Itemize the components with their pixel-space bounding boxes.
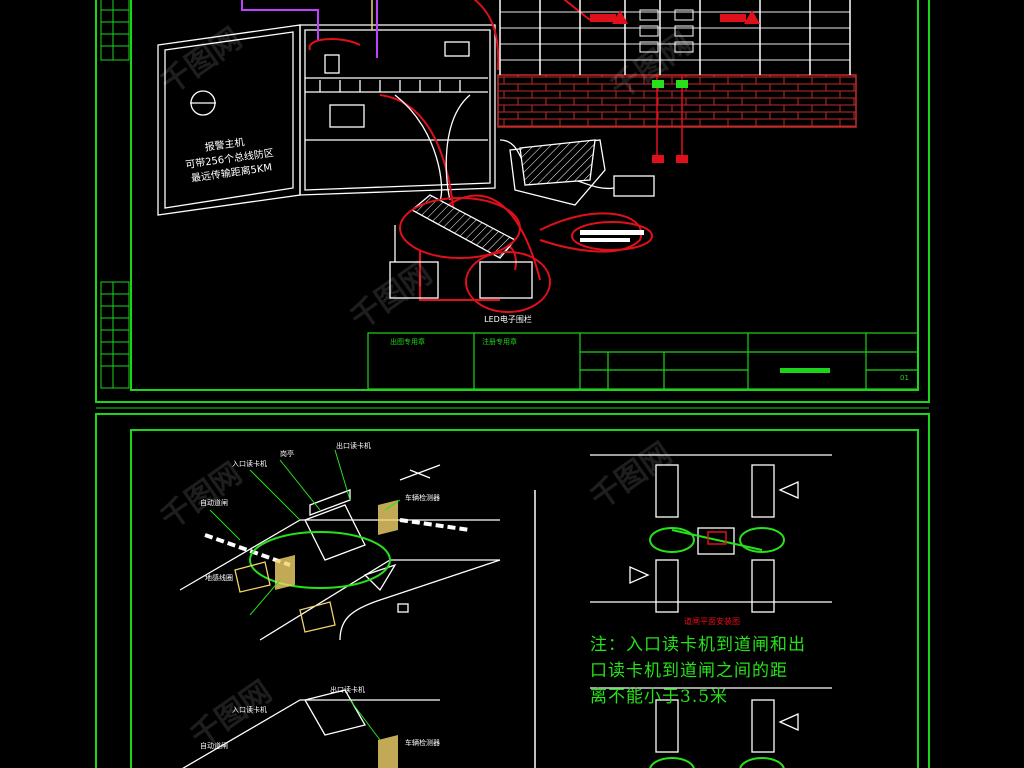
iso-label-entry-reader: 入口读卡机 xyxy=(232,459,267,468)
alarm-red-wires xyxy=(308,0,643,301)
left-margin-table-bottom xyxy=(100,281,130,389)
alarm-host-cabinet xyxy=(157,24,496,216)
left-margin-table-top xyxy=(100,0,130,61)
iso-lower-devices xyxy=(349,699,398,768)
barrier-arms-upper xyxy=(204,500,471,633)
plan-green-loops-lower xyxy=(649,757,785,768)
iso-label-loop: 地感线圈 xyxy=(205,573,233,582)
title-bar xyxy=(780,368,830,373)
iso-lower-label-exit-reader: 出口读卡机 xyxy=(330,685,365,694)
bottom-sheet-outer-frame xyxy=(95,413,930,768)
title-block xyxy=(367,332,919,390)
alarm-host-line-1: 报警主机 xyxy=(204,135,245,153)
title-mid-cell: 注册专用章 xyxy=(482,337,517,346)
svg-text:千图网: 千图网 xyxy=(155,21,249,101)
note-line-3: 离不能小于3.5米 xyxy=(590,687,729,707)
iso-labels-lower: 入口读卡机 自动道闸 出口读卡机 车辆检测器 xyxy=(200,685,440,750)
plan-view-lower xyxy=(590,687,832,753)
svg-text:千图网: 千图网 xyxy=(185,674,279,754)
callout xyxy=(571,221,653,251)
bottom-sheet: 入口读卡机 自动道闸 出口读卡机 车辆检测器 地感线圈 岗亭 入口读卡机 自动道… xyxy=(95,407,930,768)
title-left-cell: 出图专用章 xyxy=(390,337,425,346)
note-line-1: 注：入口读卡机到道闸和出 xyxy=(590,635,806,655)
iso-label-exit-reader: 出口读卡机 xyxy=(336,441,371,450)
junction-box xyxy=(613,175,655,197)
iso-labels-upper: 入口读卡机 自动道闸 出口读卡机 车辆检测器 地感线圈 岗亭 xyxy=(200,441,440,582)
installation-note: 注：入口读卡机到道闸和出 口读卡机到道闸之间的距 离不能小于3.5米 xyxy=(590,632,840,710)
top-sheet-inner-frame xyxy=(130,0,919,391)
top-sheet-outer-frame xyxy=(95,0,930,403)
electric-fence xyxy=(497,0,857,163)
plan-green-loops-upper xyxy=(649,527,785,553)
iso-lower-label-entry-reader: 入口读卡机 xyxy=(232,705,267,714)
iso-label-detector: 车辆检测器 xyxy=(405,493,440,502)
bottom-sheet-inner-frame xyxy=(130,429,919,768)
zone-module xyxy=(509,139,655,206)
leader-lines-upper xyxy=(209,449,401,616)
svg-text:千图网: 千图网 xyxy=(345,256,439,336)
iso-gate-lower xyxy=(182,689,440,768)
iso-label-booth: 岗亭 xyxy=(280,449,294,458)
led-label: LED电子围栏 xyxy=(484,314,532,324)
iso-lower-label-barrier: 自动道闸 xyxy=(200,741,228,750)
iso-label-barrier: 自动道闸 xyxy=(200,498,228,507)
bus-wires xyxy=(241,0,378,58)
vibration-detector xyxy=(399,194,521,259)
plan-caption: 道闸平面安装图 xyxy=(684,616,740,626)
iso-lower-label-detector: 车辆检测器 xyxy=(405,738,440,747)
svg-text:千图网: 千图网 xyxy=(585,436,679,516)
led-controller xyxy=(389,251,551,313)
note-line-2: 口读卡机到道闸之间的距 xyxy=(590,661,788,681)
plan-view-upper xyxy=(590,454,832,613)
top-sheet: 报警主机 可带256个总线防区 最远传输距离5KM xyxy=(95,0,930,403)
title-sheet-no: 01 xyxy=(900,374,909,382)
alarm-host-door-text: 报警主机 可带256个总线防区 最远传输距离5KM xyxy=(184,135,274,184)
plan-red-marker xyxy=(707,531,727,545)
svg-text:千图网: 千图网 xyxy=(155,456,249,536)
